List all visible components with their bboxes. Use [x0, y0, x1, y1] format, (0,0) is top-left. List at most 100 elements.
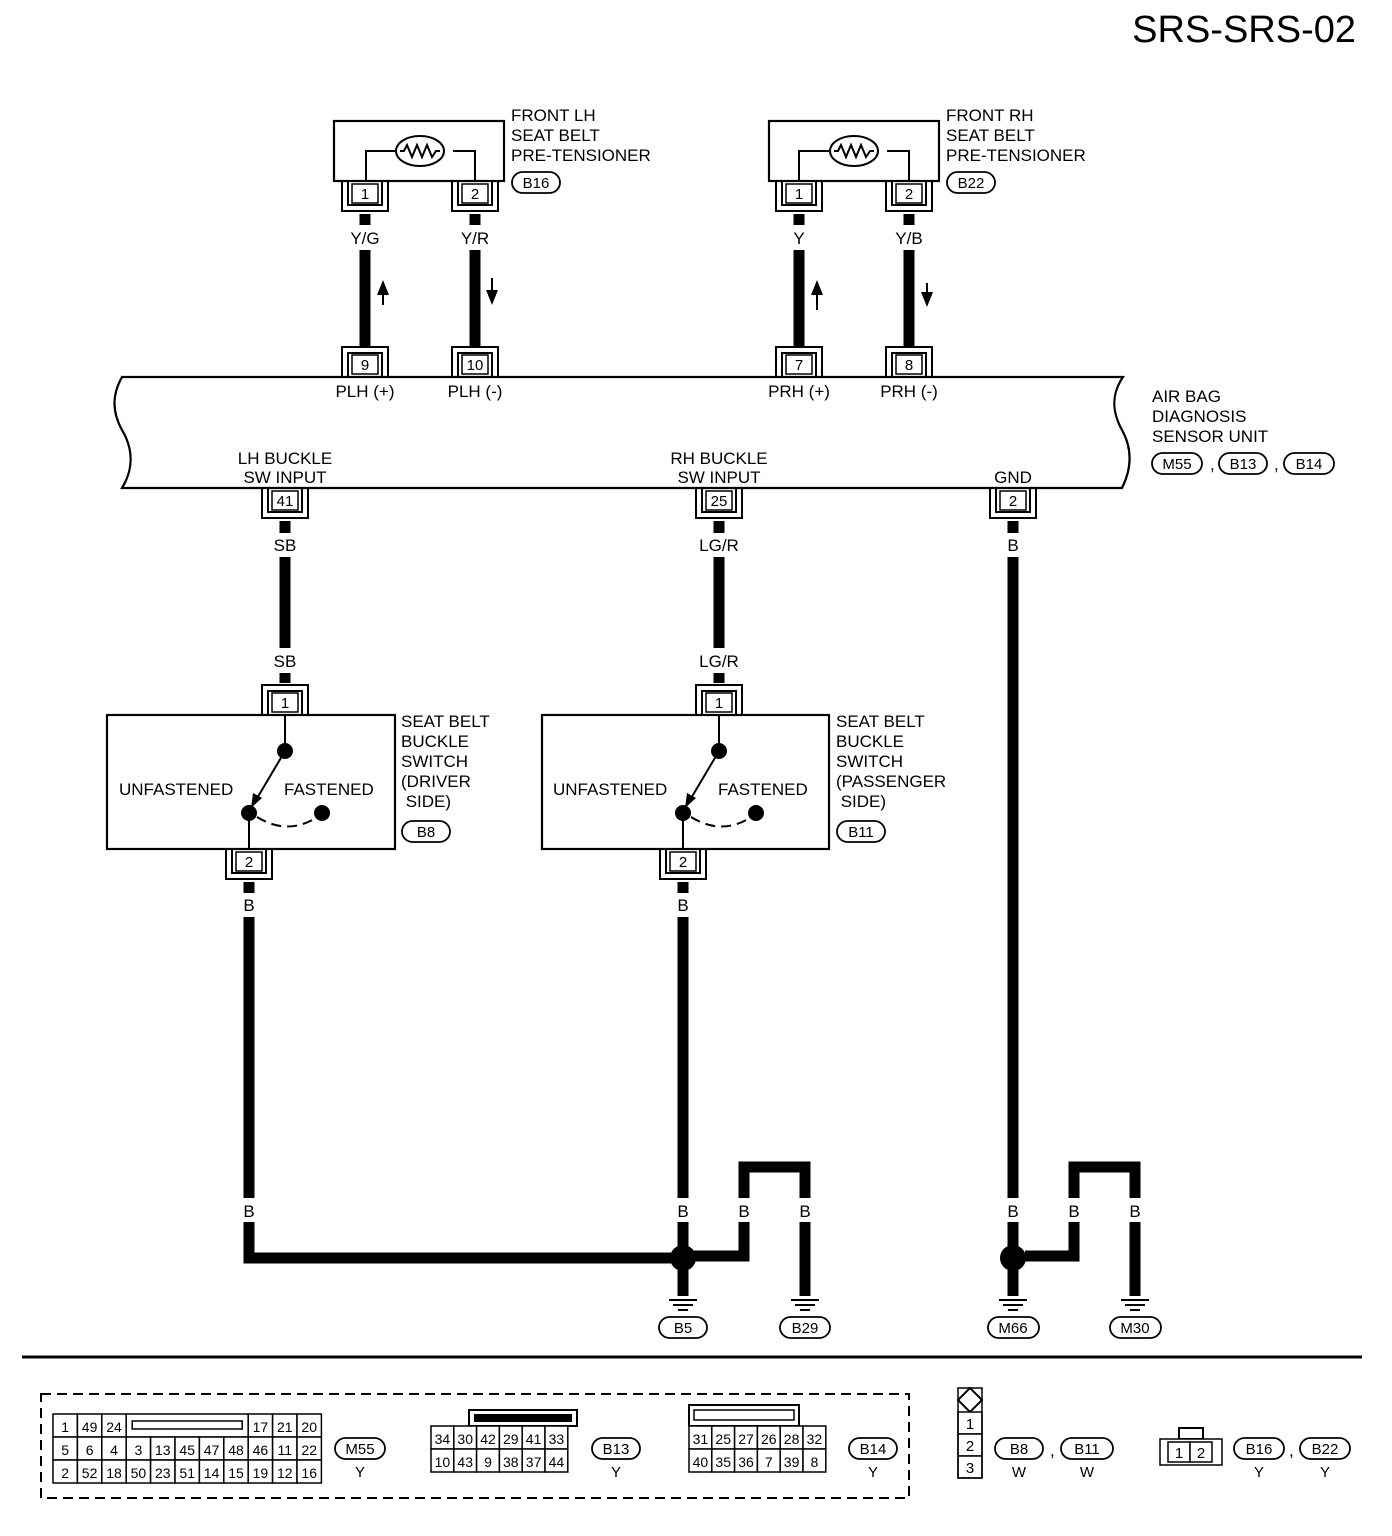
two-pin-1: 1	[1175, 1445, 1183, 1462]
unit-pin-label-plh-plus: PLH (+)	[335, 382, 394, 401]
arrow-up-icon	[377, 280, 389, 295]
b13-pin: 10	[435, 1454, 451, 1470]
passenger-switch-unfastened: UNFASTENED	[553, 780, 667, 799]
unit-pin-8: 8	[905, 357, 913, 374]
b14-pin: 39	[784, 1454, 800, 1470]
buckle-input-wires: SB SB LG/R LG/R B	[274, 521, 1019, 1198]
m55-pin: 47	[204, 1442, 220, 1458]
b13-pin: 37	[526, 1454, 542, 1470]
unit-label-lh-buckle-1: LH BUCKLE	[238, 449, 332, 468]
unit-name-1: AIR BAG	[1152, 387, 1221, 406]
wire-color-lh-buckle-lower: SB	[274, 652, 297, 671]
rh-pretensioner-connector: B22	[958, 175, 985, 192]
ground-section: B B B B B B B	[243, 1161, 1162, 1339]
two-pin-connector-color-2: Y	[1320, 1464, 1330, 1481]
unit-pin-9: 9	[361, 357, 369, 374]
rh-pretensioner-name-3: PRE-TENSIONER	[946, 146, 1086, 165]
airbag-diagnosis-sensor-unit: 9 PLH (+) 10 PLH (-) 7 PRH (+) 8 PRH (-)…	[113, 346, 1335, 519]
three-pin-connector: 1 2 3	[956, 1386, 984, 1479]
m55-pin: 5	[61, 1442, 69, 1458]
b14-pin: 7	[765, 1454, 773, 1470]
m55-pin: 20	[301, 1419, 317, 1435]
resistor-icon	[834, 142, 874, 160]
two-pin-connector-color-1: Y	[1254, 1464, 1264, 1481]
m55-pin: 23	[155, 1465, 171, 1481]
seat-belt-buckle-switch-passenger: 1 UNFASTENED FASTENED SEAT BELT BUCKLE S…	[540, 684, 946, 1198]
driver-switch-fastened: FASTENED	[284, 780, 374, 799]
arrow-up-icon	[811, 280, 823, 295]
lh-pretensioner-name-1: FRONT LH	[511, 106, 596, 125]
ground-wire-label-3: B	[738, 1202, 749, 1221]
driver-switch-pin-2: 2	[245, 854, 253, 871]
svg-text:,: ,	[1050, 1441, 1055, 1460]
passenger-switch-pin-1: 1	[715, 695, 723, 712]
pretensioner-wires: Y/G Y/R Y Y/B	[350, 214, 933, 346]
splice-point	[1000, 1245, 1026, 1271]
b14-connector-name: B14	[860, 1441, 887, 1458]
three-pin-connector-name-2: B11	[1074, 1441, 1100, 1458]
splice-point	[670, 1245, 696, 1271]
wire-color-driver-ground: B	[243, 896, 254, 915]
b13-pin: 9	[484, 1454, 492, 1470]
unit-name-3: SENSOR UNIT	[1152, 427, 1268, 446]
ground-wire-label-1: B	[243, 1202, 254, 1221]
m55-pin: 48	[228, 1442, 244, 1458]
m55-pin: 13	[155, 1442, 171, 1458]
passenger-switch-fastened: FASTENED	[718, 780, 808, 799]
unit-pin-label-plh-minus: PLH (-)	[448, 382, 503, 401]
m55-connector-name: M55	[345, 1441, 374, 1458]
b13-connector-color: Y	[611, 1464, 621, 1481]
unit-connector-m55: M55	[1162, 456, 1191, 473]
driver-switch-unfastened: UNFASTENED	[119, 780, 233, 799]
lh-pretensioner-name-2: SEAT BELT	[511, 126, 600, 145]
passenger-switch-name-3: SWITCH	[836, 752, 903, 771]
b14-pin: 27	[738, 1431, 754, 1447]
m55-pin: 6	[86, 1442, 94, 1458]
ground-icon	[669, 1299, 697, 1311]
wire-color-prh-minus: Y/B	[895, 229, 922, 248]
b14-pin: 31	[693, 1431, 709, 1447]
unit-pin-7: 7	[795, 357, 803, 374]
svg-text:,: ,	[1210, 455, 1215, 474]
m55-pin: 4	[110, 1442, 118, 1458]
unit-pin-10: 10	[467, 357, 484, 374]
m55-pin: 16	[301, 1465, 317, 1481]
passenger-switch-name-5: SIDE)	[836, 792, 886, 811]
ground-point-m30: M30	[1120, 1320, 1149, 1337]
ground-icon	[791, 1299, 819, 1311]
rh-pretensioner-name-2: SEAT BELT	[946, 126, 1035, 145]
m55-pin: 2	[61, 1465, 69, 1481]
b13-pin: 42	[480, 1431, 496, 1447]
ground-icon	[1121, 1299, 1149, 1311]
ground-wire-label-4: B	[799, 1202, 810, 1221]
unit-connector-b13: B13	[1230, 456, 1257, 473]
resistor-icon	[400, 142, 440, 160]
two-pin-connector: 1 2	[1159, 1427, 1223, 1466]
lh-pretensioner-connector: B16	[523, 175, 550, 192]
b13-pin: 41	[526, 1431, 542, 1447]
three-pin-connector-color-1: W	[1012, 1464, 1027, 1481]
m55-pin: 21	[277, 1419, 293, 1435]
b14-pin: 40	[693, 1454, 709, 1470]
ground-wire-label-2: B	[677, 1202, 688, 1221]
m55-pin: 12	[277, 1465, 293, 1481]
unit-pin-2: 2	[1009, 493, 1017, 510]
m55-pin: 14	[204, 1465, 220, 1481]
unit-name-2: DIAGNOSIS	[1152, 407, 1246, 426]
driver-switch-pin-1: 1	[281, 695, 289, 712]
b13-connector-name: B13	[603, 1441, 630, 1458]
wire-color-prh-plus: Y	[793, 229, 804, 248]
b14-pin: 28	[784, 1431, 800, 1447]
b14-pin: 26	[761, 1431, 777, 1447]
b13-pin: 34	[435, 1431, 451, 1447]
b13-pin: 44	[549, 1454, 565, 1470]
unit-label-gnd: GND	[994, 468, 1032, 487]
driver-switch-name-3: SWITCH	[401, 752, 468, 771]
passenger-switch-name-2: BUCKLE	[836, 732, 904, 751]
b13-pin: 38	[503, 1454, 519, 1470]
b14-pin: 8	[811, 1454, 819, 1470]
